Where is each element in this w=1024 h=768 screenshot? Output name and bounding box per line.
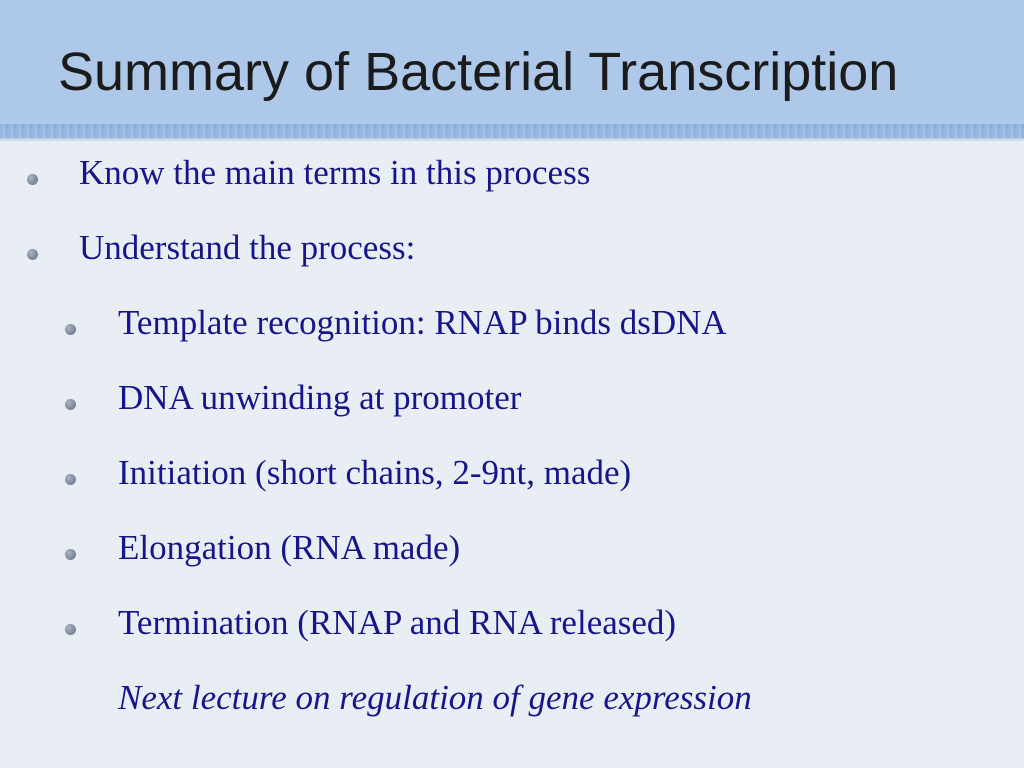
bullet-item-main-terms: Know the main terms in this process [79, 153, 591, 192]
sub-item-elongation: Elongation (RNA made) [118, 528, 461, 567]
sub-item-dna-unwinding: DNA unwinding at promoter [118, 378, 522, 417]
next-lecture-note: Next lecture on regulation of gene expre… [118, 678, 752, 717]
bullet-dot-icon [65, 549, 76, 560]
bullet-dot-icon [65, 399, 76, 410]
sub-item-initiation: Initiation (short chains, 2-9nt, made) [118, 453, 632, 492]
bullet-item-understand-process: Understand the process: [79, 228, 416, 267]
slide-title: Summary of Bacterial Transcription [58, 42, 899, 102]
bullet-dot-icon [27, 174, 38, 185]
bullet-dot-icon [65, 474, 76, 485]
bullet-dot-icon [65, 324, 76, 335]
title-band-edge [0, 124, 1024, 142]
sub-item-termination: Termination (RNAP and RNA released) [118, 603, 677, 642]
bullet-dot-icon [27, 249, 38, 260]
title-band [0, 0, 1024, 128]
bullet-dot-icon [65, 624, 76, 635]
sub-item-template-recognition: Template recognition: RNAP binds dsDNA [118, 303, 727, 342]
